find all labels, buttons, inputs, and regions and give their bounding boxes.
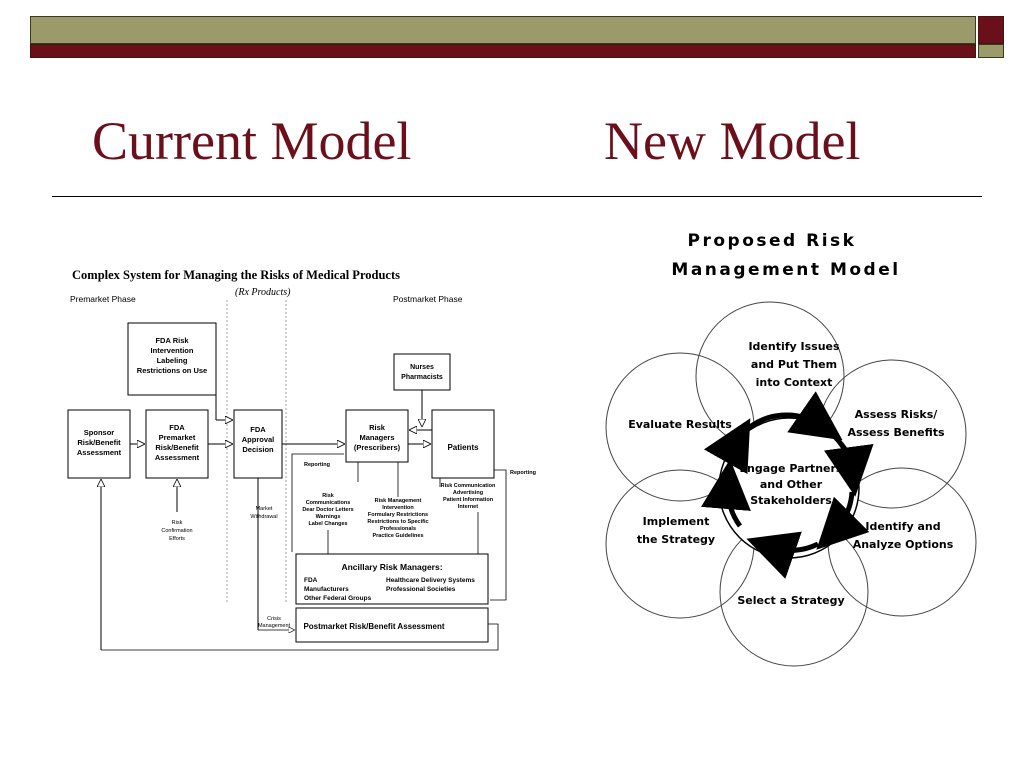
ancillary-right-item: Healthcare Delivery Systems xyxy=(386,577,475,584)
risk-managers-line: Risk xyxy=(369,423,386,432)
new-model-title-line1: Proposed Risk xyxy=(688,231,857,251)
ancillary-right-item: Professional Societies xyxy=(386,586,456,593)
postmarket-phase-label: Postmarket Phase xyxy=(393,294,463,304)
title-current-model: Current Model xyxy=(92,111,412,171)
risk-mgmt-line: Risk Management xyxy=(375,498,422,504)
ancillary-box xyxy=(295,553,489,605)
risk-mgmt-line: Practice Guidelines xyxy=(372,533,423,539)
ancillary-left-item: FDA xyxy=(304,577,318,584)
nurses-line: Nurses xyxy=(410,364,434,371)
risk-mgmt-line: Restrictions to Specific xyxy=(367,519,428,525)
risk-mgmt-line: Professionals xyxy=(380,526,416,532)
assess-risks-line: Assess Benefits xyxy=(847,426,945,439)
current-model-diagram: Complex System for Managing the Risks of… xyxy=(67,268,536,651)
fda-approval-line: Decision xyxy=(242,445,274,454)
risk-mgmt-line: Intervention xyxy=(382,505,414,511)
risk-communications-line: Label Changes xyxy=(308,521,347,527)
patients-label: Patients xyxy=(447,443,479,452)
postmarket-box-label: Postmarket Risk/Benefit Assessment xyxy=(303,622,444,631)
patient-comm-line: Patient Information xyxy=(443,497,494,503)
risk-confirmation-line: Risk xyxy=(172,520,183,526)
risk-confirmation-line: Confirmation xyxy=(161,528,192,534)
evaluate-line: Evaluate Results xyxy=(628,418,732,431)
fda-approval-line: Approval xyxy=(242,435,275,444)
cycle-arrow-icon xyxy=(703,418,751,475)
fda-premarket-line: Risk/Benefit xyxy=(155,443,199,452)
identify-options-line: Analyze Options xyxy=(853,538,954,551)
cycle-arrow-icon xyxy=(701,459,751,528)
risk-confirmation-line: Efforts xyxy=(169,536,185,542)
identify-issues-line: into Context xyxy=(756,376,833,389)
center-line: and Other xyxy=(760,478,823,491)
reporting-left-label: Reporting xyxy=(304,462,330,468)
patient-comm-line: Risk Communication xyxy=(441,483,496,489)
reporting-right-label: Reporting xyxy=(510,470,536,476)
fda-risk-line: Intervention xyxy=(151,346,194,355)
implement-line: the Strategy xyxy=(637,533,715,546)
risk-communications-line: Warnings xyxy=(316,514,341,520)
cycle-arrow-icon xyxy=(746,531,820,579)
sponsor-line: Risk/Benefit xyxy=(77,438,121,447)
crisis-line: Crisis xyxy=(267,616,281,622)
center-line: Stakeholders xyxy=(750,494,832,507)
corner-square-olive xyxy=(978,44,1004,58)
cycle-arrow-icon xyxy=(742,391,843,441)
patients-box xyxy=(431,409,495,479)
premarket-phase-label: Premarket Phase xyxy=(70,294,136,304)
identify-issues-line: Identify Issues xyxy=(748,340,840,353)
title-divider xyxy=(52,196,982,197)
corner-square-maroon xyxy=(978,16,1004,44)
risk-mgmt-line: Formulary Restrictions xyxy=(368,512,428,518)
fda-risk-line: Labeling xyxy=(157,356,188,365)
market-withdrawal-line: Market xyxy=(256,506,273,512)
ancillary-left-item: Other Federal Groups xyxy=(304,595,372,602)
current-heading: Complex System for Managing the Risks of… xyxy=(72,268,400,282)
fda-premarket-line: Premarket xyxy=(159,433,196,442)
ancillary-left-item: Manufacturers xyxy=(304,586,349,593)
title-new-model: New Model xyxy=(604,111,861,171)
sponsor-line: Assessment xyxy=(77,448,122,457)
fda-premarket-line: FDA xyxy=(169,423,185,432)
new-model-title-line2: Management Model xyxy=(671,260,900,280)
identify-options-line: Identify and xyxy=(865,520,940,533)
center-line: Engage Partners xyxy=(740,462,843,475)
sponsor-line: Sponsor xyxy=(84,428,114,437)
new-model-diagram: Proposed Risk Management Model Engage Pa… xyxy=(605,231,977,667)
postmarket-box xyxy=(295,607,489,643)
patient-comm-line: Internet xyxy=(458,504,478,510)
risk-communications-line: Communications xyxy=(306,500,351,506)
current-subheading: (Rx Products) xyxy=(235,287,291,298)
fda-approval-line: FDA xyxy=(250,425,266,434)
header-band-olive xyxy=(30,16,976,44)
identify-issues-line: and Put Them xyxy=(751,358,837,371)
select-strategy-line: Select a Strategy xyxy=(737,594,844,607)
fda-risk-line: FDA Risk xyxy=(155,336,189,345)
patient-comm-line: Advertising xyxy=(453,490,483,496)
nurses-line: Pharmacists xyxy=(401,374,443,381)
sponsor-box xyxy=(67,409,131,479)
fda-premarket-line: Assessment xyxy=(155,453,200,462)
ancillary-title: Ancillary Risk Managers: xyxy=(341,562,442,572)
risk-managers-line: Managers xyxy=(359,433,394,442)
fda-approval-box xyxy=(233,409,283,479)
risk-communications-line: Risk xyxy=(322,493,335,499)
cycle-arrow-icon xyxy=(816,491,870,550)
risk-managers-box xyxy=(345,409,409,463)
nurses-box xyxy=(393,353,451,391)
implement-line: Implement xyxy=(643,515,710,528)
market-withdrawal-line: Withdrawal xyxy=(250,514,277,520)
crisis-line: Management xyxy=(258,623,291,629)
header-band-maroon xyxy=(30,44,976,58)
risk-managers-line: (Prescribers) xyxy=(354,443,401,452)
fda-risk-line: Restrictions on Use xyxy=(137,366,207,375)
assess-risks-line: Assess Risks/ xyxy=(855,408,939,421)
risk-communications-line: Dear Doctor Letters xyxy=(302,507,353,513)
fda-risk-box xyxy=(127,322,217,396)
fda-premarket-box xyxy=(145,409,209,479)
cycle-arrow-icon xyxy=(823,432,874,497)
